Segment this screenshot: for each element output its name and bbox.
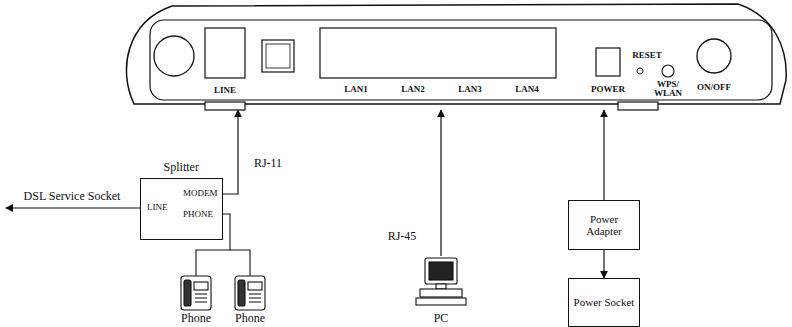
port-label: MODEM (183, 189, 218, 199)
dsl-line (6, 207, 140, 208)
port-label: LAN1 (344, 85, 368, 95)
router-foot (618, 102, 658, 110)
port-label: POWER (591, 85, 625, 95)
switch-label: ON/OFF (697, 83, 731, 93)
port-label: LAN2 (401, 85, 425, 95)
power-adapter-box: Power Adapter (568, 200, 640, 250)
port (262, 40, 294, 72)
port-label: LAN3 (458, 85, 482, 95)
port-label: LAN4 (515, 85, 539, 95)
power-socket-box: Power Socket (568, 278, 640, 327)
device-label: PC (434, 312, 449, 325)
port-label: PHONE (183, 210, 213, 220)
device-label: Phone (235, 312, 265, 325)
box-label: Power Adapter (573, 213, 635, 237)
router-foot (205, 102, 245, 110)
port-label: LINE (214, 86, 236, 96)
lan-ports (320, 28, 556, 78)
button-label: RESET (632, 51, 662, 61)
phone-wire (230, 250, 250, 276)
rj45-cable (440, 110, 441, 256)
router-housing (126, 4, 786, 104)
phone-icon (181, 276, 211, 310)
phone-icon (235, 276, 265, 310)
splitter-heading: Splitter (164, 161, 199, 174)
antenna-mount (154, 36, 194, 76)
box-label: Power Socket (573, 296, 635, 308)
power-switch (697, 39, 731, 73)
pc-icon (416, 258, 466, 305)
power-cable (603, 110, 604, 200)
device-label: Phone (181, 312, 211, 325)
cable-label: RJ-45 (388, 230, 417, 243)
rj11-cable (222, 110, 238, 194)
line-port (205, 28, 245, 78)
button-label: WPS/ WLAN (653, 80, 683, 99)
power-port (596, 48, 620, 76)
splitter-box: SplitterLINEMODEMPHONE (140, 178, 223, 240)
port-label: LINE (147, 203, 168, 213)
wps-button (662, 65, 674, 77)
port-inner (266, 44, 290, 68)
cable-label: RJ-11 (254, 157, 282, 170)
rear-panel (150, 20, 772, 100)
reset-button (637, 68, 643, 74)
power-cable (603, 250, 604, 278)
connection-label: DSL Service Socket (24, 190, 121, 203)
